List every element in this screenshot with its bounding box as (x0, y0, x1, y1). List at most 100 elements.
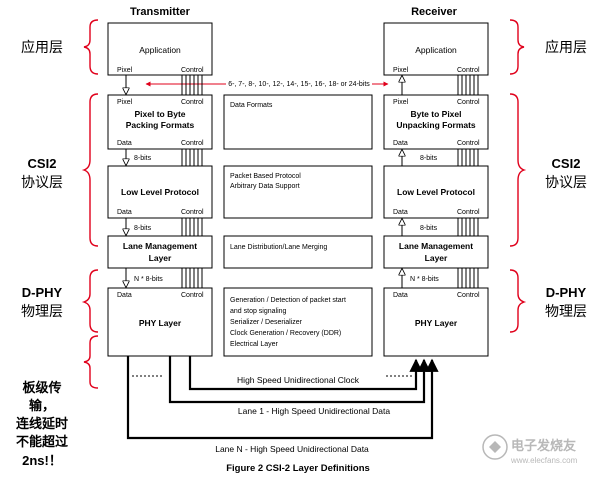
watermark: 电子发烧友 www.elecfans.com (482, 434, 578, 465)
rx-app-pixel-label: Pixel (393, 67, 409, 74)
tx-app-pixel-label: Pixel (117, 67, 133, 74)
laneN-link (126, 356, 439, 440)
desc-phy-line3: Serializer / Deserializer (230, 319, 303, 326)
tx-phy-label: PHY Layer (139, 318, 182, 328)
tx-lane-line1: Lane Management (123, 241, 197, 251)
rx-llp-control-label: Control (457, 209, 480, 216)
lane1-link-label: Lane 1 - High Speed Unidirectional Data (238, 406, 390, 416)
watermark-logo-mark (489, 441, 501, 453)
transmitter-title: Transmitter (130, 6, 191, 18)
rx-application-label: Application (415, 45, 457, 55)
rx-unpack-pixel-label: Pixel (393, 99, 409, 106)
tx-application-label: Application (139, 45, 181, 55)
rx-8bits-label-2: 8-bits (420, 225, 438, 232)
right-brace-csi2 (509, 93, 527, 247)
rx-phy-box (383, 287, 489, 357)
tx-pack-pixel-label: Pixel (117, 99, 133, 106)
rx-llp-label: Low Level Protocol (397, 187, 475, 197)
clock-link (188, 356, 423, 391)
tx-llp-data-label: Data (117, 209, 132, 216)
tx-phy-data-label: Data (117, 292, 132, 299)
rx-unpack-control-label-bottom: Control (457, 140, 480, 147)
rx-nbits-label: N * 8-bits (410, 276, 439, 283)
left-brace-dphy (81, 269, 99, 333)
rx-app-control-label: Control (457, 67, 480, 74)
board-note-line1: 板级传 (22, 380, 61, 396)
watermark-url: www.elecfans.com (510, 456, 578, 465)
tx-packing-box (107, 94, 213, 150)
tx-control-bus-1 (181, 75, 203, 95)
tx-8bits-label-2: 8-bits (134, 225, 152, 232)
laneN-link-label: Lane N - High Speed Unidirectional Data (215, 444, 369, 454)
tx-pack-control-label-bottom: Control (181, 140, 204, 147)
rx-phy-control-label: Control (457, 292, 480, 299)
tx-control-bus-2 (181, 149, 203, 166)
rx-llp-box (383, 165, 489, 219)
desc-phy-line1: Generation / Detection of packet start (230, 297, 346, 304)
desc-lane-dist: Lane Distribution/Lane Merging (230, 244, 327, 251)
tx-pack-data-label: Data (117, 140, 132, 147)
left-label-csi2: CSI2 (28, 156, 57, 171)
tx-application-box (107, 22, 213, 76)
left-brace-app (83, 19, 99, 75)
desc-phy-line2: and stop signaling (230, 308, 287, 315)
right-brace-app (509, 19, 525, 75)
rx-lane-box (383, 235, 489, 269)
rx-lane-line2: Layer (425, 253, 448, 263)
receiver-title: Receiver (411, 6, 458, 18)
rx-phy-data-label: Data (393, 292, 408, 299)
rx-unpacking-line2: Unpacking Formats (396, 120, 476, 130)
bit-width-text: 6-, 7-, 8-, 10-, 12-, 14-, 15-, 16-, 18-… (228, 81, 370, 88)
tx-lane-line2: Layer (149, 253, 172, 263)
rx-control-bus-3 (457, 218, 479, 236)
board-note-line3: 连线延时 (16, 416, 68, 432)
rx-phy-label: PHY Layer (415, 318, 458, 328)
left-label-app: 应用层 (21, 39, 63, 56)
desc-packet-box (223, 165, 373, 219)
rx-unpack-data-label: Data (393, 140, 408, 147)
right-label-protocol: 协议层 (545, 175, 587, 191)
tx-llp-box (107, 165, 213, 219)
lane1-link (168, 356, 431, 404)
right-label-app: 应用层 (545, 39, 587, 56)
tx-control-bus-4 (181, 268, 203, 288)
rx-control-bus-1 (457, 75, 479, 95)
rx-application-box (383, 22, 489, 76)
rx-lane-line1: Lane Management (399, 241, 473, 251)
right-label-csi2: CSI2 (552, 156, 581, 171)
rx-unpacking-box (383, 94, 489, 150)
rx-unpack-control-label: Control (457, 99, 480, 106)
desc-lane-box (223, 235, 373, 269)
tx-phy-box (107, 287, 213, 357)
left-label-protocol: 协议层 (21, 175, 63, 191)
desc-phy-line4: Clock Generation / Recovery (DDR) (230, 330, 341, 337)
tx-packing-line1: Pixel to Byte (134, 109, 185, 119)
rx-llp-data-label: Data (393, 209, 408, 216)
tx-pack-control-label: Control (181, 99, 204, 106)
left-brace-board (83, 335, 99, 389)
tx-llp-label: Low Level Protocol (121, 187, 199, 197)
desc-phy-line5: Electrical Layer (230, 341, 279, 348)
desc-data-formats-box (223, 94, 373, 150)
tx-llp-control-label: Control (181, 209, 204, 216)
right-label-dphy: D-PHY (546, 285, 587, 300)
desc-packet-line1: Packet Based Protocol (230, 173, 301, 180)
right-brace-dphy (509, 269, 527, 333)
rx-control-bus-4 (457, 268, 479, 288)
tx-nbits-label: N * 8-bits (134, 276, 163, 283)
rx-control-bus-2 (457, 149, 479, 166)
right-label-physical: 物理层 (545, 304, 587, 320)
rx-unpacking-line1: Byte to Pixel (410, 109, 461, 119)
desc-data-formats: Data Formats (230, 102, 273, 109)
board-note-line4: 不能超过 (16, 434, 68, 450)
tx-8bits-label-1: 8-bits (134, 155, 152, 162)
board-note-line5: 2ns!！ (22, 453, 62, 468)
tx-lane-box (107, 235, 213, 269)
watermark-logo-icon (482, 434, 508, 460)
left-brace-csi2 (81, 93, 99, 247)
desc-phy-box (223, 287, 373, 357)
tx-control-bus-3 (181, 218, 203, 236)
desc-packet-line2: Arbitrary Data Support (230, 183, 300, 190)
left-label-physical: 物理层 (21, 304, 63, 320)
tx-phy-control-label: Control (181, 292, 204, 299)
